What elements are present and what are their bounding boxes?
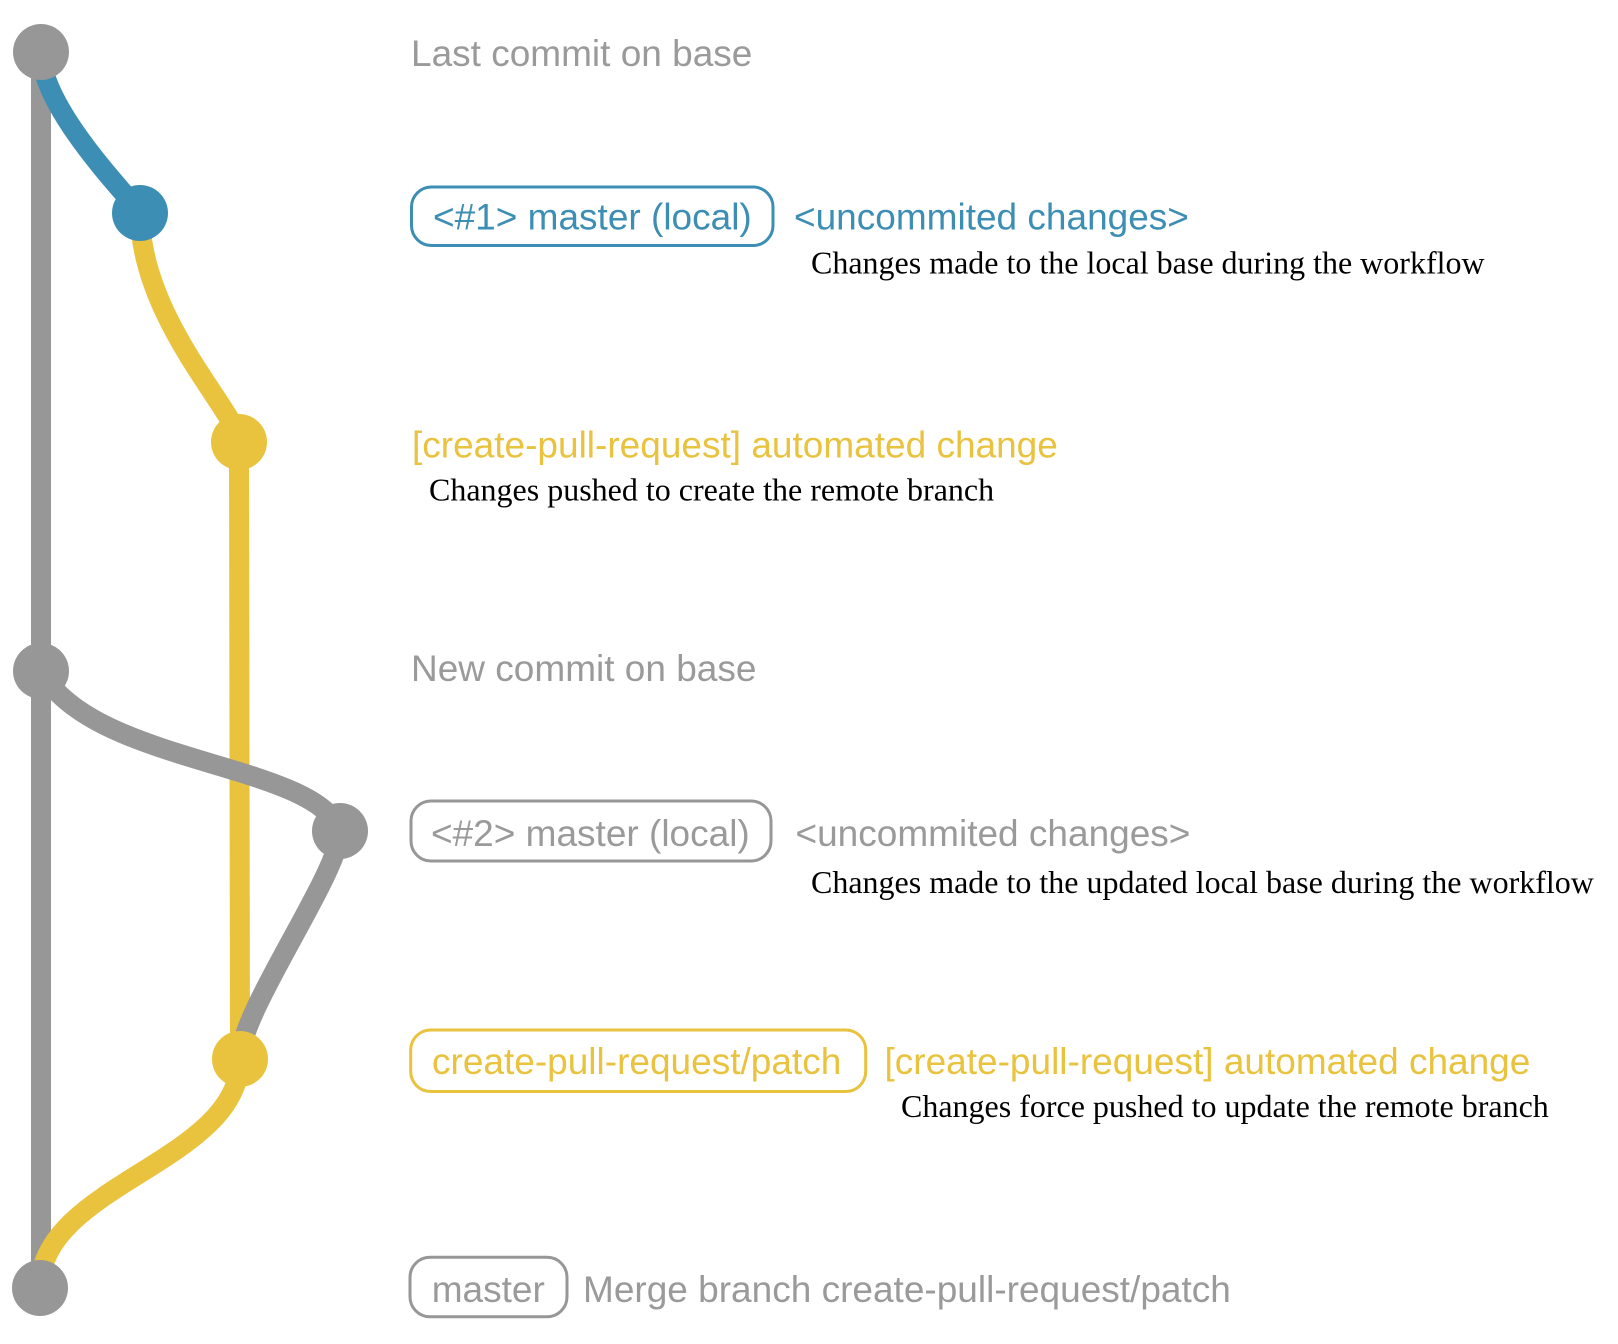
svg-text:[create-pull-request] automate: [create-pull-request] automated change <box>885 1041 1531 1082</box>
svg-text:Changes made to the local base: Changes made to the local base during th… <box>811 244 1485 280</box>
svg-text:master: master <box>432 1269 545 1310</box>
svg-text:<#1> master (local): <#1> master (local) <box>433 197 752 238</box>
svg-text:Changes force pushed to update: Changes force pushed to update the remot… <box>901 1088 1549 1124</box>
svg-text:Last commit on base: Last commit on base <box>411 33 752 74</box>
svg-text:<uncommited changes>: <uncommited changes> <box>796 813 1191 854</box>
svg-text:Changes pushed to create the r: Changes pushed to create the remote bran… <box>429 472 994 508</box>
svg-text:<#2> master (local): <#2> master (local) <box>431 813 750 854</box>
svg-text:[create-pull-request] automate: [create-pull-request] automated change <box>412 425 1058 466</box>
svg-text:Merge branch create-pull-reque: Merge branch create-pull-request/patch <box>583 1269 1231 1310</box>
svg-text:<uncommited changes>: <uncommited changes> <box>794 197 1189 238</box>
svg-text:New commit on base: New commit on base <box>411 648 756 689</box>
svg-text:Changes made to the updated lo: Changes made to the updated local base d… <box>811 864 1594 900</box>
svg-text:create-pull-request/patch: create-pull-request/patch <box>432 1041 841 1082</box>
